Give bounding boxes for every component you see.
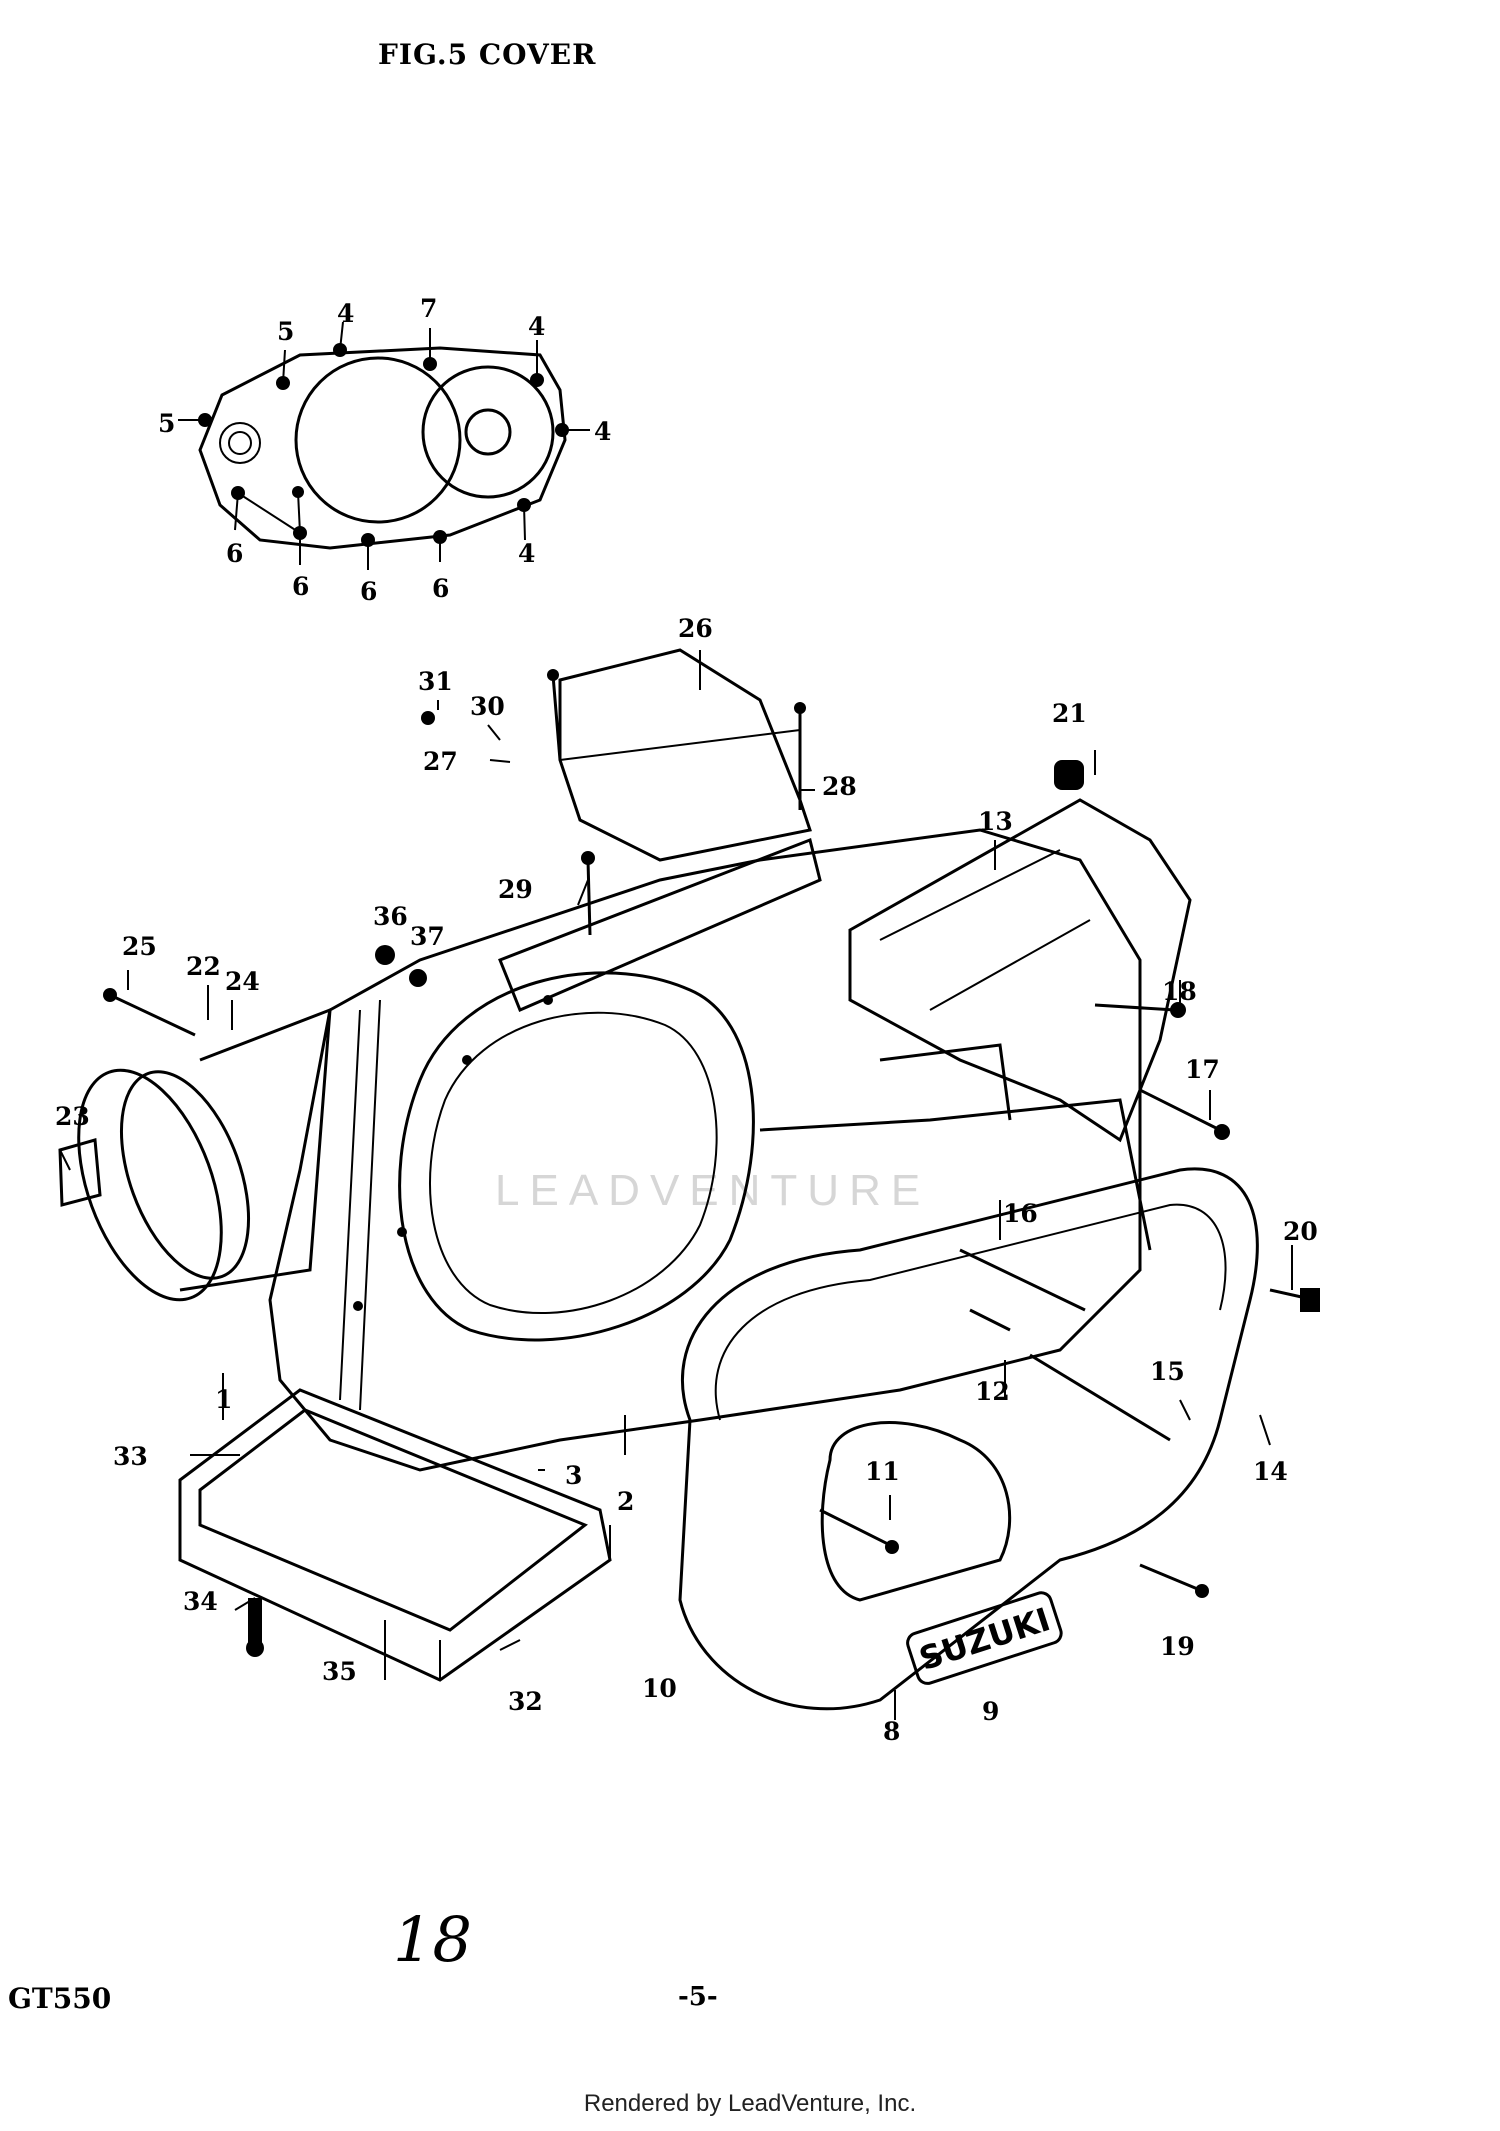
- callout-10: 10: [642, 1674, 677, 1703]
- callout-23: 23: [55, 1102, 90, 1131]
- callout-24: 24: [225, 967, 260, 996]
- callout-14: 14: [1253, 1457, 1288, 1486]
- callout-25: 25: [122, 932, 157, 961]
- bolts: [58, 669, 1320, 1657]
- callout-28: 28: [822, 772, 857, 801]
- callout-20: 20: [1283, 1217, 1318, 1246]
- oil-pan: [178, 1388, 612, 1682]
- figure-title: FIG.5 COVER: [378, 38, 597, 71]
- callout-32: 32: [508, 1687, 543, 1716]
- callout-4b: 4: [528, 312, 545, 341]
- crankcase-assembly: [77, 828, 1152, 1472]
- callout-33: 33: [113, 1442, 148, 1471]
- callout-26: 26: [678, 614, 713, 643]
- callout-2: 2: [617, 1487, 634, 1516]
- model-label: GT550: [8, 1982, 112, 2015]
- callout-37: 37: [410, 922, 445, 951]
- callout-35: 35: [322, 1657, 357, 1686]
- page-number: -5-: [678, 1982, 718, 2012]
- callout-6c: 6: [360, 577, 377, 606]
- gasket-detail: [178, 321, 590, 570]
- callout-6d: 6: [432, 574, 449, 603]
- leader-lines: [59, 650, 1293, 1720]
- callout-15: 15: [1150, 1357, 1185, 1386]
- callout-29: 29: [498, 875, 533, 904]
- callout-11: 11: [865, 1457, 900, 1486]
- callout-17: 17: [1185, 1055, 1220, 1084]
- callout-22: 22: [186, 952, 221, 981]
- callout-4a: 4: [337, 299, 354, 328]
- top-cover: [498, 648, 822, 1012]
- callout-16: 16: [1003, 1199, 1038, 1228]
- callout-4d: 4: [518, 539, 535, 568]
- callout-12: 12: [975, 1377, 1010, 1406]
- callout-9: 9: [982, 1697, 999, 1726]
- magneto-cover: SUZUKI: [678, 1167, 1259, 1711]
- callout-27: 27: [423, 747, 458, 776]
- gasket-bolt-holes: [198, 343, 569, 547]
- callout-8: 8: [883, 1717, 900, 1746]
- callout-13: 13: [978, 807, 1013, 836]
- credit-line: Rendered by LeadVenture, Inc.: [583, 2090, 917, 2117]
- callout-18: 18: [1162, 977, 1197, 1006]
- callout-21: 21: [1052, 699, 1087, 728]
- callout-34: 34: [183, 1587, 218, 1616]
- callout-6a: 6: [226, 539, 243, 568]
- callout-1: 1: [215, 1385, 232, 1414]
- watermark: LEADVENTURE: [495, 1166, 930, 1215]
- callout-6b: 6: [292, 572, 309, 601]
- callout-7: 7: [420, 294, 437, 323]
- callout-19: 19: [1160, 1632, 1195, 1661]
- callout-36: 36: [373, 902, 408, 931]
- callout-5a: 5: [277, 317, 294, 346]
- callout-31: 31: [418, 667, 453, 696]
- callout-labels: 1 2 3 4 4 4 4 5 5 6 6 6 6 7 8 9 10 11 12…: [55, 294, 1318, 1746]
- callout-3: 3: [565, 1461, 582, 1490]
- handwritten-note: 18: [393, 1903, 472, 1976]
- callout-4c: 4: [594, 417, 611, 446]
- callout-30: 30: [470, 692, 505, 721]
- callout-5b: 5: [158, 409, 175, 438]
